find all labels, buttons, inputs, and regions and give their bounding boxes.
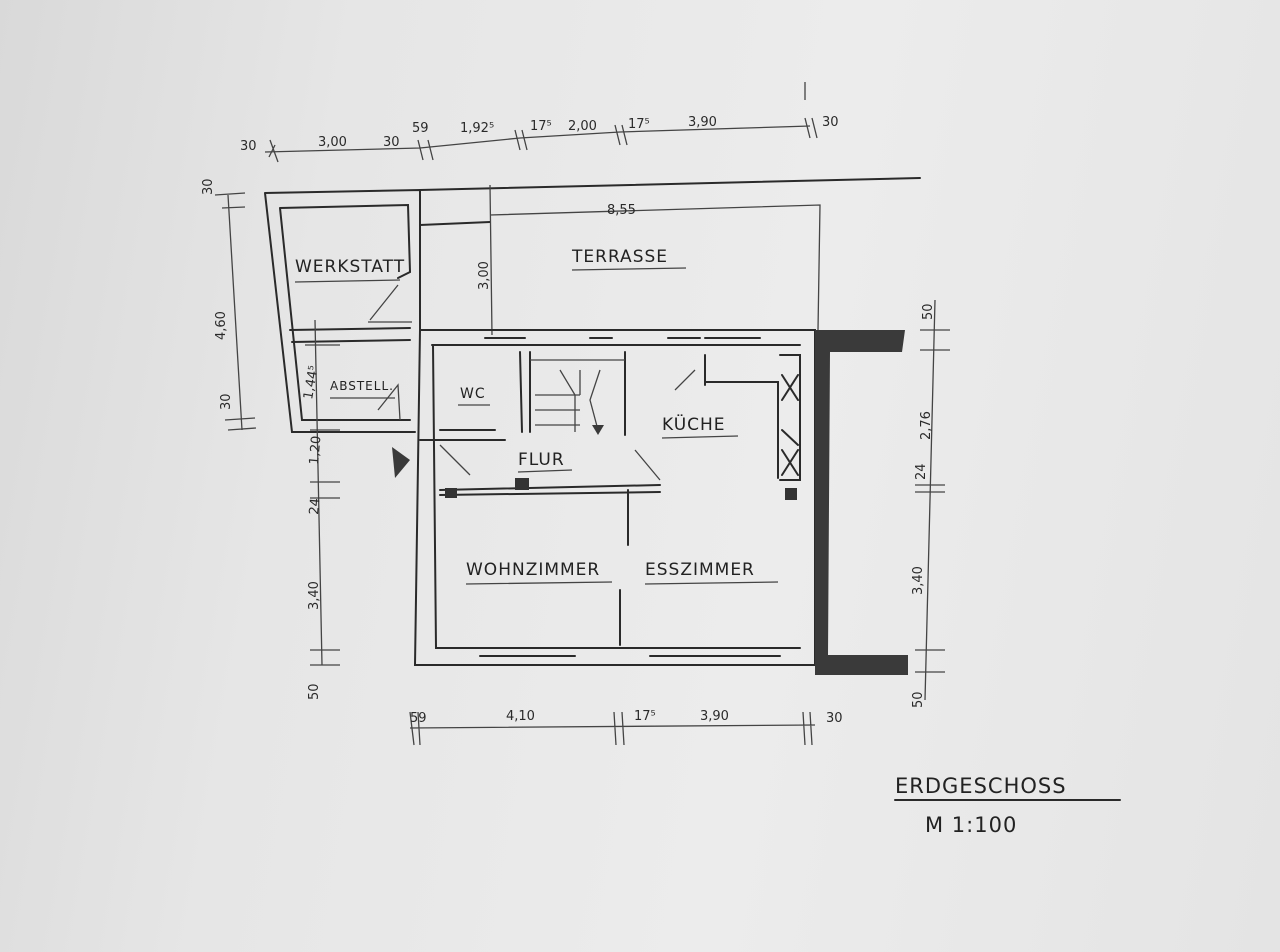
- left-dimension-chain: 30 4,60 30 1,44⁵ 1,20 24 3,40 50: [201, 178, 340, 700]
- dim-right-4: 50: [911, 691, 926, 708]
- chimney-icon: [515, 478, 529, 490]
- room-abstell: ABSTELL.: [330, 379, 394, 393]
- room-wc: WC: [460, 386, 486, 402]
- dim-top-0: 30: [240, 139, 257, 154]
- dim-right-1: 2,76: [919, 411, 934, 440]
- dim-right-0: 50: [921, 303, 936, 320]
- room-wohnzimmer: WOHNZIMMER: [466, 560, 600, 580]
- dim-top-7: 17⁵: [628, 117, 650, 132]
- dim-top-9: 30: [822, 115, 839, 130]
- dim-left-outer-1: 4,60: [214, 311, 229, 340]
- dim-left-outer-0: 30: [201, 178, 216, 195]
- dim-left-inner-1: 1,20: [307, 435, 324, 465]
- dim-top-2: 30: [383, 135, 400, 150]
- room-werkstatt: WERKSTATT: [295, 257, 405, 277]
- dim-left-inner-4: 50: [307, 683, 322, 700]
- dim-bottom-3: 3,90: [700, 709, 729, 724]
- werkstatt-block: [264, 188, 491, 433]
- right-dimension-chain: 50 2,76 24 3,40 50: [911, 299, 950, 708]
- dim-left-inner-0: 1,44⁵: [301, 364, 322, 400]
- bottom-dimension-chain: 59 4,10 17⁵ 3,90 30: [409, 709, 843, 746]
- dim-left-inner-2: 24: [307, 498, 323, 516]
- dim-top-3: 59: [412, 121, 429, 136]
- top-dimension-chain: 30 3,00 30 59 1,92⁵ 17⁵ 2,00 17⁵ 3,90 30: [240, 82, 839, 163]
- dim-bottom-0: 59: [410, 711, 427, 726]
- dim-top-6: 2,00: [568, 119, 597, 134]
- dim-top-5: 17⁵: [530, 119, 552, 134]
- room-esszimmer: ESSZIMMER: [645, 560, 755, 580]
- dim-right-2: 24: [914, 463, 929, 480]
- dim-bottom-4: 30: [826, 711, 843, 726]
- dim-top-1: 3,00: [318, 135, 347, 150]
- dim-bottom-1: 4,10: [506, 709, 535, 724]
- entrance-arrow-icon: [392, 447, 410, 478]
- room-kueche: KÜCHE: [662, 413, 726, 435]
- dim-bottom-2: 17⁵: [634, 709, 656, 724]
- dim-left-outer-2: 30: [219, 393, 234, 410]
- dim-right-3: 3,40: [911, 566, 926, 595]
- retaining-wall: [815, 330, 908, 675]
- drawing-scale: M 1:100: [925, 813, 1017, 837]
- drawing-title: ERDGESCHOSS: [895, 774, 1067, 798]
- chimney-icon: [445, 488, 457, 498]
- dim-terrace-width: 8,55: [607, 203, 636, 218]
- dim-top-4: 1,92⁵: [460, 121, 494, 136]
- dim-terrace-depth: 3,00: [477, 261, 492, 290]
- dim-left-inner-3: 3,40: [307, 581, 322, 610]
- stair-arrow-icon: [592, 425, 604, 435]
- main-house: [392, 329, 908, 675]
- chimney-icon: [785, 488, 797, 500]
- dim-top-8: 3,90: [688, 115, 717, 130]
- title-block: ERDGESCHOSS M 1:100: [894, 774, 1121, 837]
- room-flur: FLUR: [518, 450, 565, 470]
- room-terrasse: TERRASSE: [571, 247, 668, 267]
- room-labels: WERKSTATT TERRASSE ABSTELL. WC KÜCHE FLU…: [294, 247, 779, 585]
- terrasse-area: 8,55 3,00: [419, 177, 921, 336]
